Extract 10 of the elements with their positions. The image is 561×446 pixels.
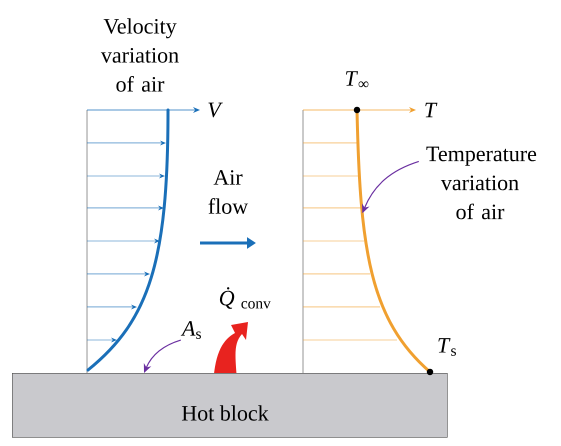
curve-label: Temperature variation of air [426,146,536,220]
flow-label: Air flow [208,170,248,214]
area-label: A$_{s}$ [180,321,201,339]
hot-block: Hot block [12,372,448,438]
profile-title: Velocity variation of air [100,18,179,92]
temperature-symbol: T$_{s}$ [438,338,456,356]
temperature-symbol: T$_{∞}$ [346,71,368,88]
velocity-symbol: V [208,102,223,118]
temperature-symbol: T [425,102,438,118]
heat-rate-symbol: Q̇$_{conv}$ [220,287,271,309]
